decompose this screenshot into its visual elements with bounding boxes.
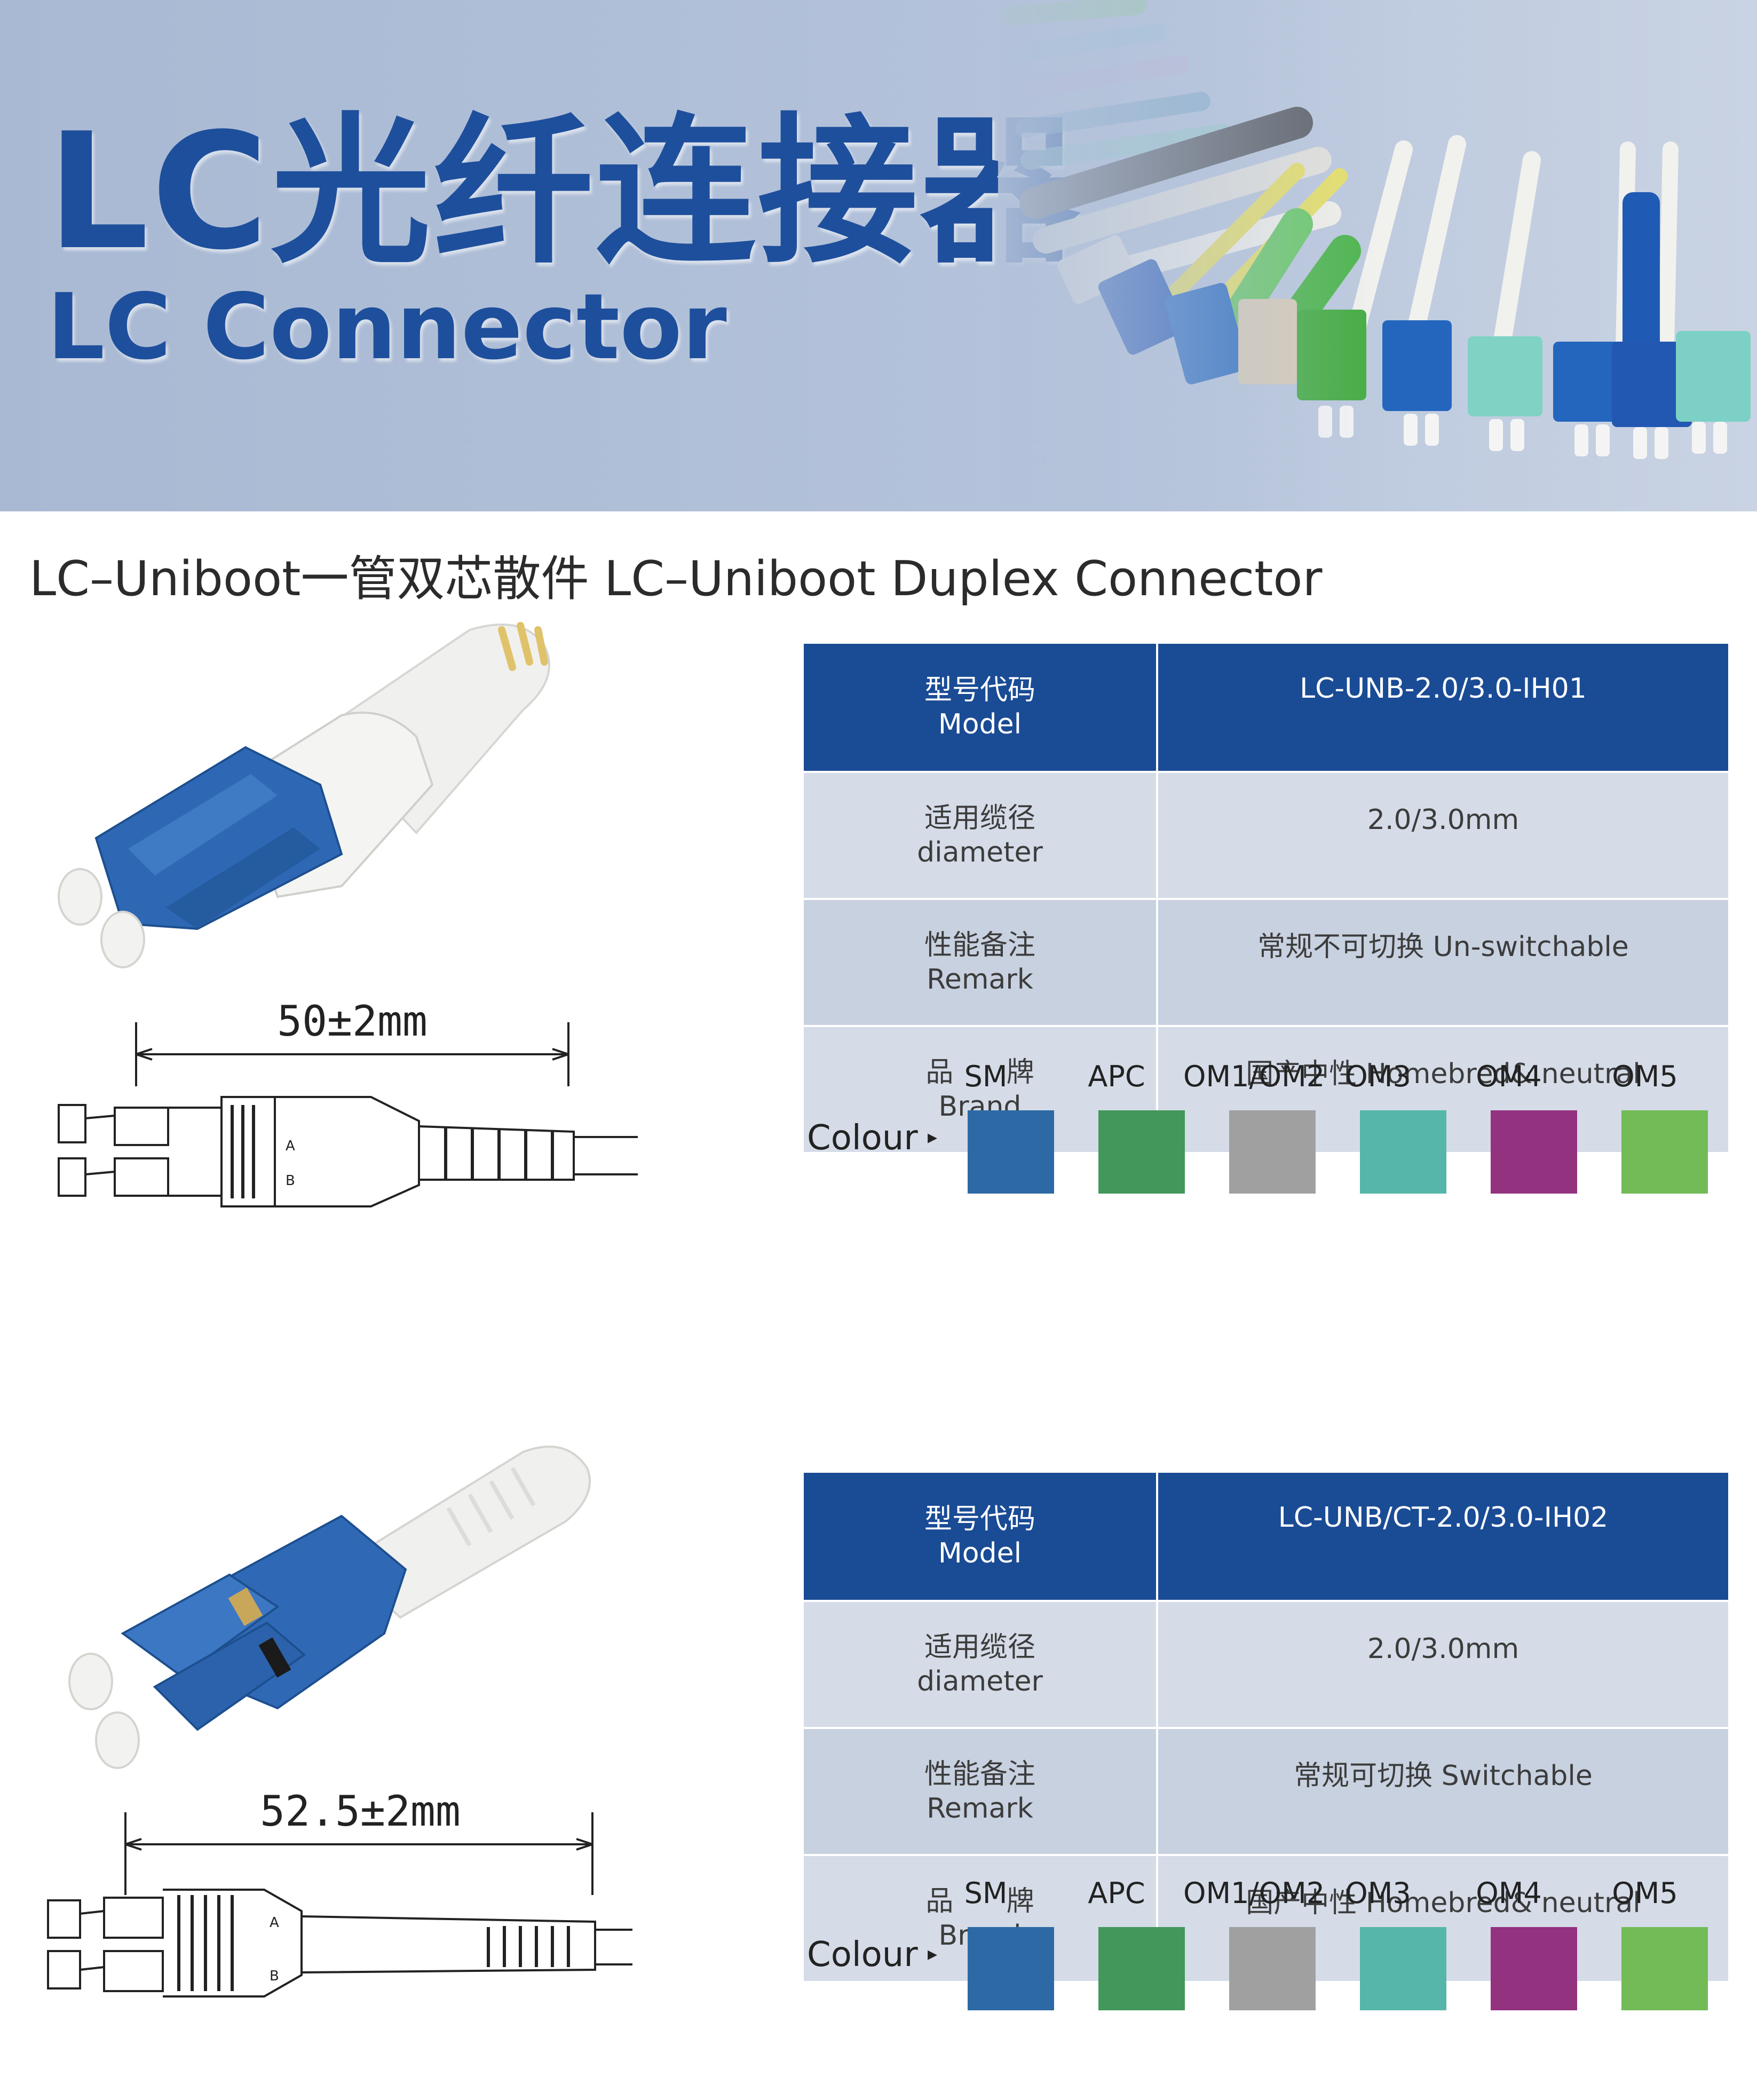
diameter-value: 2.0/3.0mm xyxy=(1156,1600,1730,1729)
remark-value: 常规不可切换 Un-switchable xyxy=(1156,898,1730,1027)
swatch-om3 xyxy=(1360,1927,1446,2010)
model-label-cn: 型号代码 xyxy=(924,1503,1035,1535)
remark-label-en: Remark xyxy=(927,964,1033,996)
diameter-label-en: diameter xyxy=(917,836,1043,869)
swatch-om3 xyxy=(1360,1110,1446,1194)
swatch-sm xyxy=(968,1110,1054,1194)
brand-label-cn: 品 牌 xyxy=(925,1056,1034,1088)
swatch-name-om3: OM3 xyxy=(1345,1060,1411,1093)
swatch-name-om4: OM4 xyxy=(1476,1876,1542,1910)
connectors-fan-photo xyxy=(998,0,1757,511)
model-label: 型号代码 Model xyxy=(802,1471,1158,1602)
model-label-en: Model xyxy=(938,708,1022,740)
diameter-label-cn: 适用缆径 xyxy=(924,1631,1035,1663)
swatch-name-om4: OM4 xyxy=(1476,1060,1542,1093)
model-value: LC-UNB-2.0/3.0-IH01 xyxy=(1156,642,1730,773)
dimension-label-2: 52.5±2mm xyxy=(260,1788,461,1836)
swatch-om1-om2 xyxy=(1229,1110,1316,1194)
diameter-label-en: diameter xyxy=(917,1665,1043,1698)
dimension-drawing-1: A B 50±2mm xyxy=(58,998,638,1207)
dimension-label-1: 50±2mm xyxy=(277,998,428,1046)
svg-text:A: A xyxy=(286,1138,295,1154)
colour-label: Colour xyxy=(807,1935,918,1975)
colour-legend-1: Colour ▸ SM APC OM1/OM2 OM3 OM4 OM5 xyxy=(801,1060,1729,1194)
remark-value: 常规可切换 Switchable xyxy=(1156,1727,1730,1856)
diameter-label: 适用缆径 diameter xyxy=(802,771,1158,900)
swatch-apc xyxy=(1098,1927,1185,2010)
brand-label-cn: 品 牌 xyxy=(925,1885,1034,1917)
header-banner: LC光纤连接器 LC Connector xyxy=(0,0,1757,511)
svg-text:A: A xyxy=(270,1915,279,1931)
swatch-sm xyxy=(968,1927,1054,2010)
play-arrow-icon: ▸ xyxy=(928,1126,938,1148)
swatch-om4 xyxy=(1491,1110,1577,1194)
swatch-name-apc: APC xyxy=(1088,1876,1145,1910)
svg-text:B: B xyxy=(286,1173,295,1189)
swatch-name-sm: SM xyxy=(964,1060,1008,1093)
model-label-cn: 型号代码 xyxy=(924,674,1035,706)
remark-label-cn: 性能备注 xyxy=(924,1758,1035,1790)
play-arrow-icon: ▸ xyxy=(928,1943,938,1965)
svg-text:B: B xyxy=(270,1968,279,1984)
product-photo-uniboot-unswitchable xyxy=(58,622,550,968)
diameter-value: 2.0/3.0mm xyxy=(1156,771,1730,900)
remark-label-en: Remark xyxy=(927,1793,1033,1825)
colour-label: Colour xyxy=(807,1118,918,1158)
swatch-name-om1-om2: OM1/OM2 xyxy=(1183,1876,1325,1910)
swatch-name-om3: OM3 xyxy=(1345,1876,1411,1910)
remark-label-cn: 性能备注 xyxy=(924,929,1035,961)
swatch-om5 xyxy=(1621,1927,1708,2010)
table-row-model: 型号代码 Model LC-UNB/CT-2.0/3.0-IH02 xyxy=(802,1471,1730,1602)
diameter-label: 适用缆径 diameter xyxy=(802,1600,1158,1729)
swatch-name-apc: APC xyxy=(1088,1060,1145,1093)
banner-title-cn: LC光纤连接器 xyxy=(47,99,1082,285)
dimension-drawing-2: A B 52.5±2mm xyxy=(47,1788,632,1998)
section-heading: LC–Uniboot一管双芯散件 LC–Uniboot Duplex Conne… xyxy=(29,551,1323,607)
banner-title-en: LC Connector xyxy=(47,274,727,380)
swatch-name-om1-om2: OM1/OM2 xyxy=(1183,1060,1325,1093)
swatch-om1-om2 xyxy=(1229,1927,1316,2010)
remark-label: 性能备注 Remark xyxy=(802,1727,1158,1856)
diameter-label-cn: 适用缆径 xyxy=(924,802,1035,834)
swatch-apc xyxy=(1098,1110,1185,1194)
brand-label: 品 牌 Brand xyxy=(802,1025,1158,1154)
remark-label: 性能备注 Remark xyxy=(802,898,1158,1027)
table-row-model: 型号代码 Model LC-UNB-2.0/3.0-IH01 xyxy=(802,642,1730,773)
product-photo-uniboot-switchable xyxy=(68,1446,591,1769)
swatch-name-om5: OM5 xyxy=(1612,1060,1678,1093)
model-value: LC-UNB/CT-2.0/3.0-IH02 xyxy=(1156,1471,1730,1602)
colour-legend-2: Colour ▸ SM APC OM1/OM2 OM3 OM4 OM5 xyxy=(801,1876,1729,2010)
swatch-name-sm: SM xyxy=(964,1876,1008,1910)
swatch-name-om5: OM5 xyxy=(1612,1876,1678,1910)
swatch-om5 xyxy=(1621,1110,1708,1194)
table-row-diameter: 适用缆径 diameter 2.0/3.0mm xyxy=(802,1600,1730,1729)
swatch-om4 xyxy=(1491,1927,1577,2010)
table-row-remark: 性能备注 Remark 常规可切换 Switchable xyxy=(802,1727,1730,1856)
model-label: 型号代码 Model xyxy=(802,642,1158,773)
model-label-en: Model xyxy=(938,1537,1022,1569)
spec-table-1: 型号代码 Model LC-UNB-2.0/3.0-IH01 适用缆径 diam… xyxy=(802,642,1730,1154)
spec-table-2: 型号代码 Model LC-UNB/CT-2.0/3.0-IH02 适用缆径 d… xyxy=(802,1471,1730,1983)
table-row-remark: 性能备注 Remark 常规不可切换 Un-switchable xyxy=(802,898,1730,1027)
table-row-diameter: 适用缆径 diameter 2.0/3.0mm xyxy=(802,771,1730,900)
